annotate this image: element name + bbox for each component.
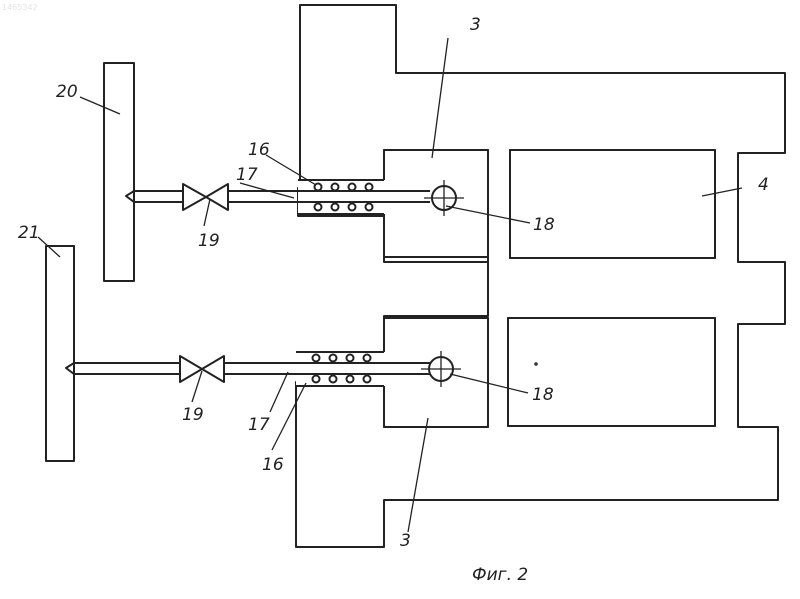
label-16-top: 16 <box>248 140 270 160</box>
label-18-top: 18 <box>533 215 555 235</box>
chamber-4-bottom <box>508 318 715 426</box>
label-21: 21 <box>18 223 40 243</box>
label-19-bottom: 19 <box>182 405 204 425</box>
header-pipe-20 <box>104 63 134 281</box>
chamber-3-bottom <box>384 318 488 427</box>
label-17-top: 17 <box>236 165 258 185</box>
label-20: 20 <box>56 82 78 102</box>
watermark-number: 1465342 <box>2 3 38 12</box>
label-17-bottom: 17 <box>248 415 270 435</box>
label-18-bottom: 18 <box>532 385 554 405</box>
label-16-bottom: 16 <box>262 455 284 475</box>
label-3-bottom: 3 <box>400 531 411 551</box>
speck-dot <box>534 362 538 366</box>
valve-19-bottom <box>180 356 224 382</box>
label-4: 4 <box>758 175 769 195</box>
chamber-3-top <box>384 150 488 257</box>
nozzle-18-bottom <box>421 351 461 387</box>
chamber-4-top <box>510 150 715 258</box>
nozzle-18-top <box>424 180 464 216</box>
hatched-wall-body <box>296 5 785 547</box>
header-pipe-21 <box>46 246 74 461</box>
figure-caption: Фиг. 2 <box>472 565 528 585</box>
label-19-top: 19 <box>198 231 220 251</box>
leader-lines <box>38 38 742 532</box>
label-3-top: 3 <box>470 15 481 35</box>
valve-19-top <box>183 184 228 210</box>
wall-opening-bottom <box>296 352 386 386</box>
